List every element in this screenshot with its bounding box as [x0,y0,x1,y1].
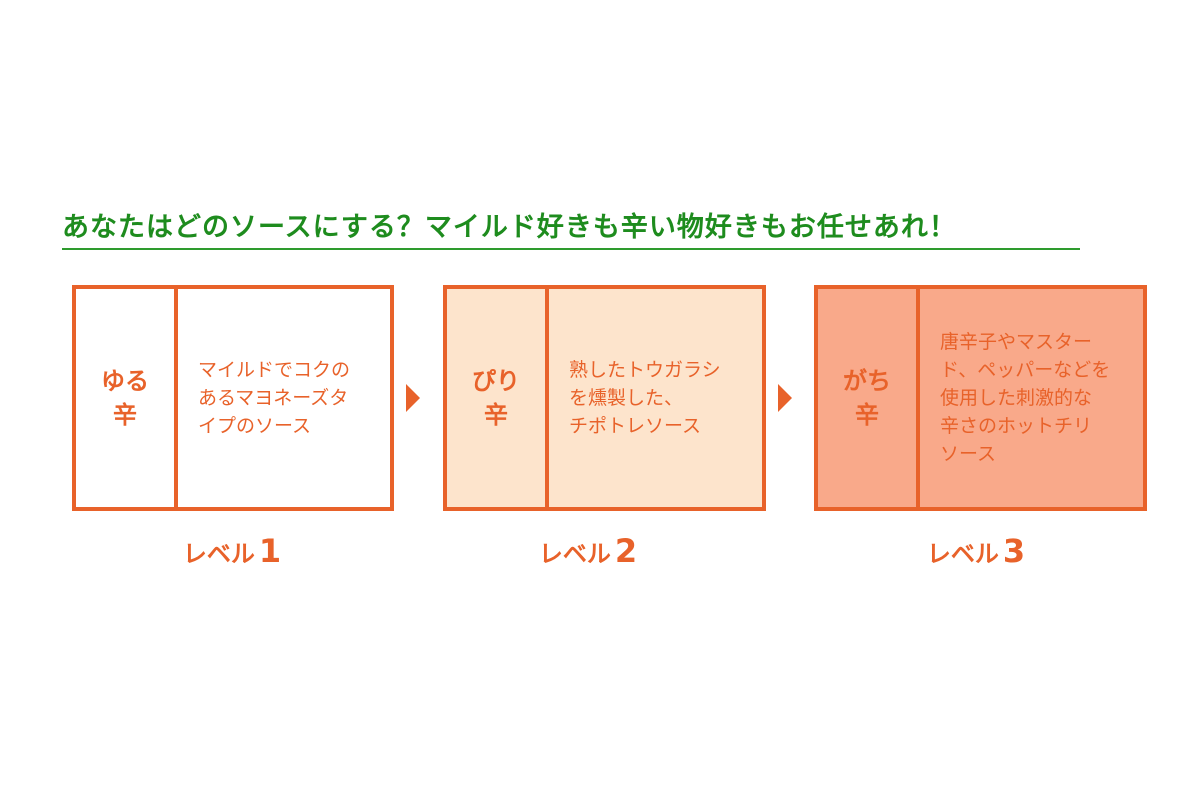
description-line: ソース [940,443,997,465]
level-text: レベル [182,540,255,568]
description-line: イプのソース [198,415,312,437]
description-line: チポトレソース [569,415,702,437]
sauce-name-line: ぴり [472,367,520,395]
sauce-name: がち 辛 [818,289,920,507]
description-line: 熟したトウガラシ [569,359,721,381]
sauce-name-line: がち [843,367,891,395]
sauce-description: マイルドでコクの あるマヨネーズタ イプのソース [178,289,390,507]
description-line: 辛さのホットチリ [940,415,1093,437]
arrow-right-icon [406,384,420,412]
level-number: 1 [258,532,282,570]
page-heading: あなたはどのソースにする？マイルド好きも辛い物好きもお任せあれ！ [62,210,1080,250]
sauce-name: ぴり 辛 [447,289,549,507]
description-line: 唐辛子やマスター [940,331,1093,353]
sauce-name-line: 辛 [113,401,137,429]
description-line: 使用した刺激的な [940,387,1093,409]
level-text: レベル [926,540,999,568]
sauce-name-line: 辛 [484,401,508,429]
sauce-card-level-2: ぴり 辛 熟したトウガラシ を燻製した、 チポトレソース [443,285,766,511]
sauce-name-line: ゆる [101,367,149,395]
sauce-card-level-3: がち 辛 唐辛子やマスター ド、ペッパーなどを 使用した刺激的な 辛さのホットチ… [814,285,1147,511]
sauce-name-line: 辛 [855,401,879,429]
sauce-description: 熟したトウガラシ を燻製した、 チポトレソース [549,289,762,507]
sauce-name: ゆる 辛 [76,289,178,507]
level-number: 3 [1002,532,1026,570]
sauce-card-level-1: ゆる 辛 マイルドでコクの あるマヨネーズタ イプのソース [72,285,394,511]
arrow-right-icon [778,384,792,412]
level-text: レベル [538,540,611,568]
description-line: あるマヨネーズタ [198,387,349,409]
level-number: 2 [614,532,638,570]
description-line: ド、ペッパーなどを [940,359,1111,381]
description-line: マイルドでコクの [198,359,351,381]
description-line: を燻製した、 [569,387,684,409]
sauce-description: 唐辛子やマスター ド、ペッパーなどを 使用した刺激的な 辛さのホットチリ ソース [920,289,1143,507]
